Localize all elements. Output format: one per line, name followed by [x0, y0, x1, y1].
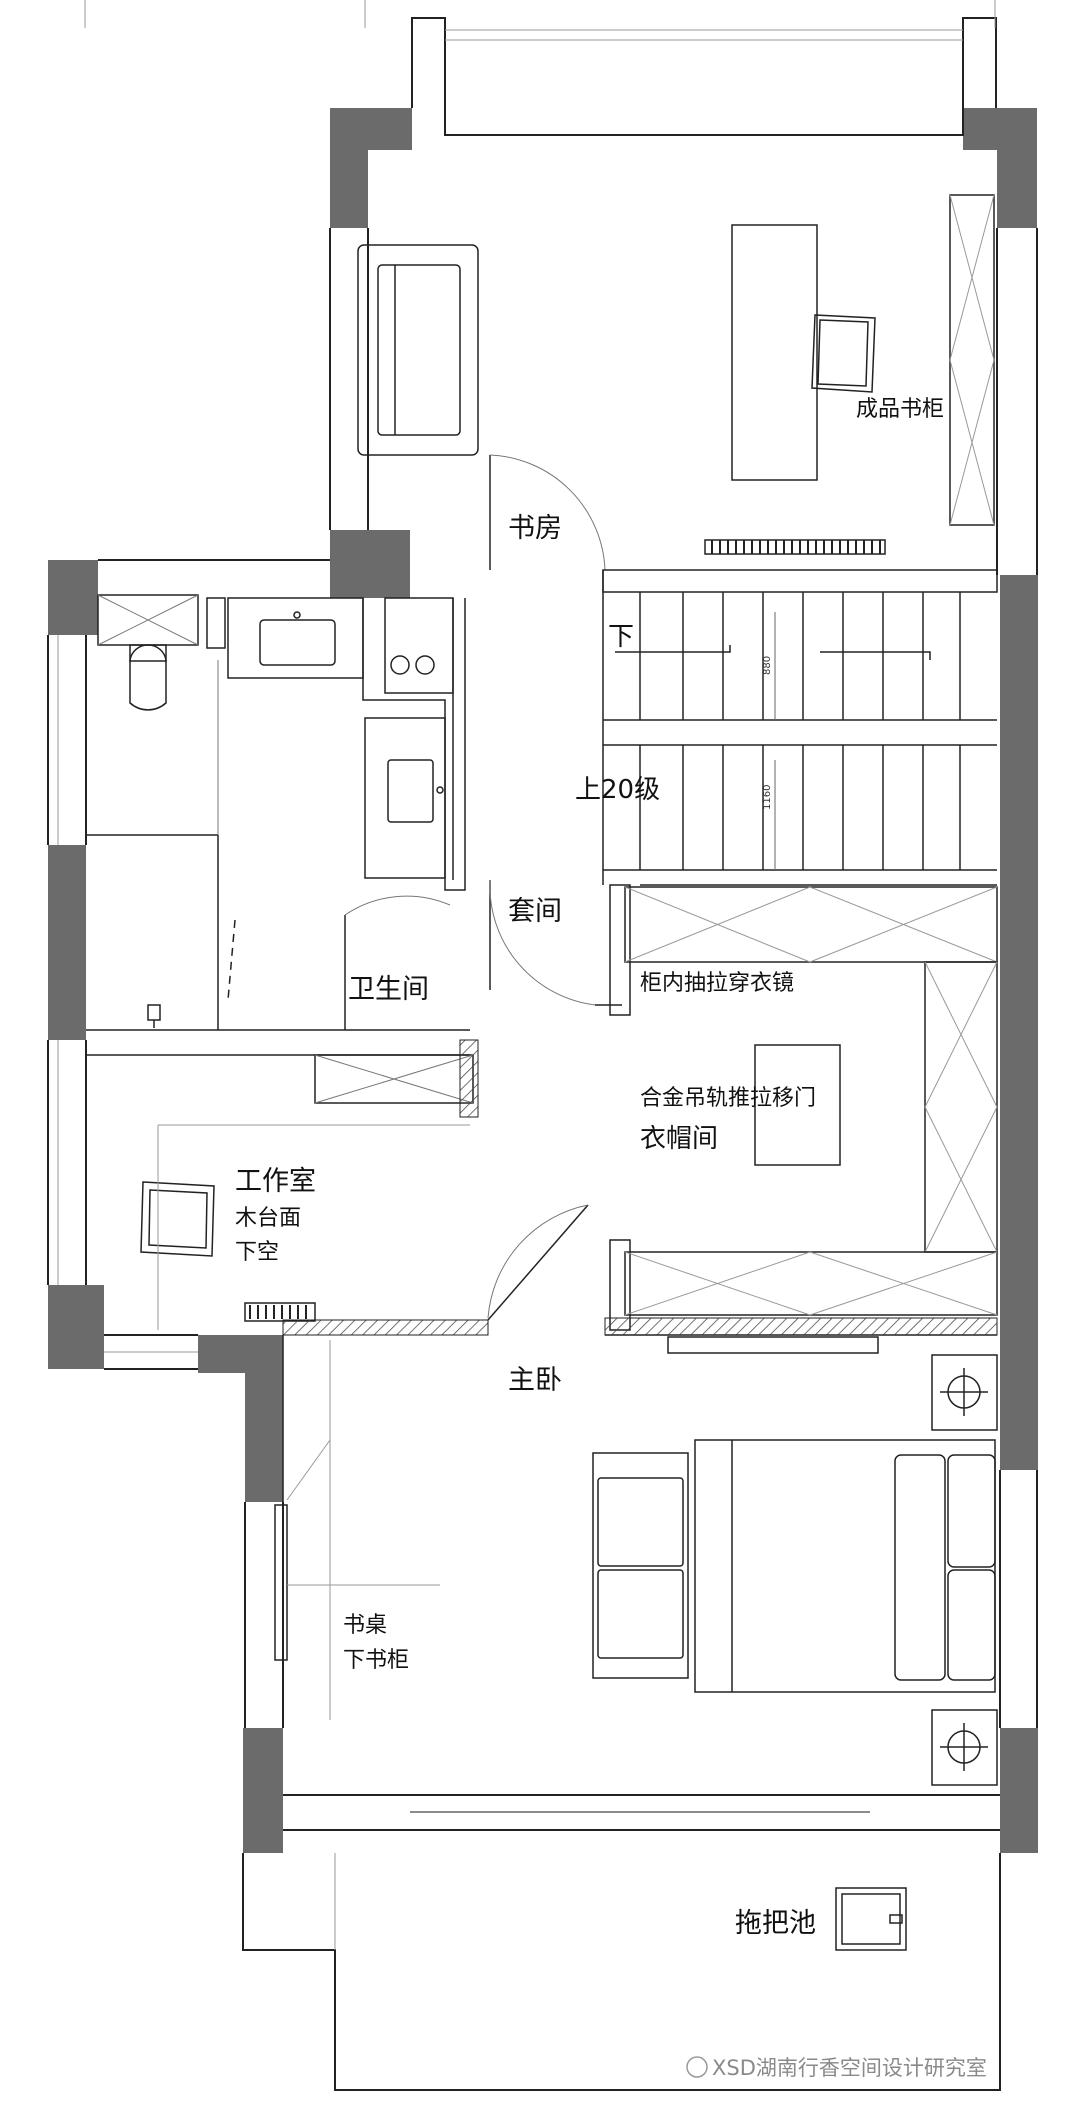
label-mirror: 柜内抽拉穿衣镜: [640, 971, 794, 996]
watermark: XSD湖南行香空间设计研究室: [686, 2056, 987, 2080]
label-counter-2: 下空: [235, 1240, 279, 1265]
label-suite: 套间: [508, 896, 562, 927]
label-bathroom: 卫生间: [348, 974, 429, 1005]
mop-sink: [835, 1887, 907, 1951]
corridor-doors: [487, 879, 622, 1321]
label-closet: 衣帽间: [640, 1124, 718, 1154]
label-stair-up: 上20级: [575, 775, 660, 805]
bedside-lamps: [940, 1368, 988, 1771]
closet-furniture: [605, 884, 998, 1354]
dim-lower: 1160: [762, 785, 773, 810]
label-desk-2: 下书柜: [343, 1648, 409, 1673]
label-workroom: 工作室: [235, 1166, 316, 1197]
watermark-logo-icon: [686, 2056, 708, 2078]
structural-walls: [48, 108, 1038, 1853]
label-sliding-door: 合金吊轨推拉移门: [640, 1086, 816, 1111]
watermark-text: XSD湖南行香空间设计研究室: [712, 2056, 987, 2080]
master-radiator: [249, 1305, 307, 1319]
label-desk-1: 书桌: [343, 1613, 387, 1638]
wall-outlines: [47, 0, 1038, 2091]
workroom-hatched-wall: [282, 1319, 489, 1336]
bathroom-fixtures: [86, 594, 474, 1104]
bath-hatched-wall: [459, 1039, 479, 1118]
label-mop-sink: 拖把池: [735, 1908, 816, 1939]
label-counter-1: 木台面: [235, 1206, 301, 1231]
label-master: 主卧: [508, 1365, 562, 1396]
label-bookcase: 成品书柜: [856, 397, 944, 422]
study-furniture: [357, 194, 995, 571]
study-radiator-fins: [711, 540, 881, 554]
workroom-furniture: [140, 1124, 470, 1330]
master-bedroom-furniture: [274, 1335, 998, 1786]
dim-upper: 880: [762, 656, 773, 675]
label-stair-down: 下: [608, 622, 634, 652]
staircase: [602, 569, 998, 886]
closet-hatched-wall: [604, 1317, 998, 1336]
label-study: 书房: [508, 513, 562, 544]
